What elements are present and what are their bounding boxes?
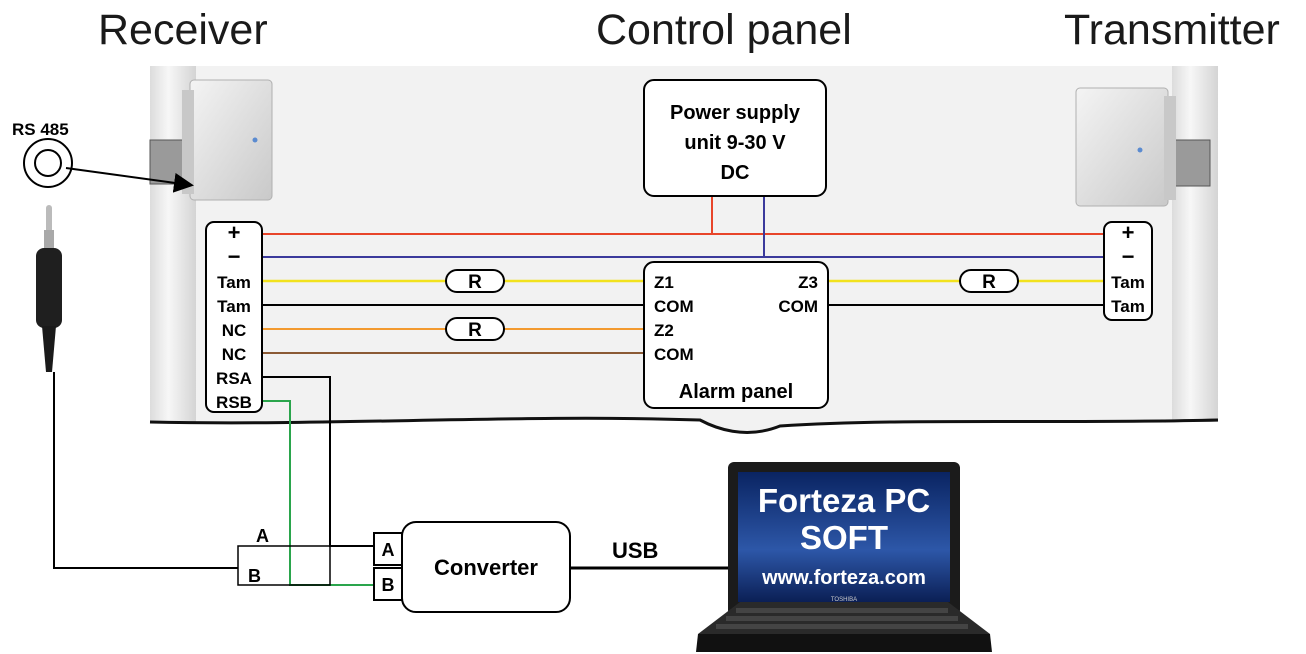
transmitter-terminal: +	[1122, 220, 1135, 245]
alarm-terminal: Z1	[654, 273, 674, 292]
power-supply-line: Power supply	[670, 102, 801, 124]
power-supply-box: Power supply unit 9-30 V DC	[643, 79, 827, 197]
receiver-terminal: NC	[222, 321, 247, 340]
post-background	[149, 66, 1219, 434]
control-panel-header: Control panel	[596, 6, 852, 54]
receiver-terminal: RSB	[216, 393, 252, 412]
power-supply-line: DC	[721, 162, 750, 184]
svg-text:R: R	[468, 320, 482, 341]
resistor: R	[445, 269, 505, 293]
receiver-terminal: RSA	[216, 369, 252, 388]
alarm-terminal: COM	[654, 297, 694, 316]
laptop-brand: TOSHIBA	[831, 597, 857, 603]
svg-text:R: R	[982, 272, 996, 293]
receiver-terminal: NC	[222, 345, 247, 364]
receiver-device	[149, 79, 273, 201]
receiver-terminal: Tam	[217, 273, 251, 292]
rs485-connector: RS 485	[12, 120, 194, 193]
transmitter-device	[1075, 87, 1211, 207]
alarm-terminal: COM	[778, 297, 818, 316]
transmitter-terminal: Tam	[1111, 273, 1145, 292]
alarm-terminal: COM	[654, 345, 694, 364]
power-supply-line: unit 9-30 V	[684, 132, 786, 154]
laptop-icon: Forteza PC SOFT www.forteza.com TOSHIBA	[696, 462, 992, 652]
transmitter-terminal-block: + − Tam Tam	[1103, 220, 1153, 321]
splice-block: A B	[237, 526, 331, 586]
usb-label: USB	[612, 538, 658, 563]
resistor: R	[959, 269, 1019, 293]
converter-terminal-b: B	[382, 575, 395, 595]
receiver-header: Receiver	[98, 6, 268, 54]
converter-box: A B Converter	[373, 521, 571, 613]
alarm-terminal: Z2	[654, 321, 674, 340]
converter-terminal-a: A	[382, 540, 395, 560]
rs485-label: RS 485	[12, 120, 69, 139]
alarm-panel-title: Alarm panel	[679, 381, 793, 403]
receiver-terminal: +	[228, 220, 241, 245]
receiver-terminal-block: + − Tam Tam NC NC RSA RSB	[205, 220, 263, 413]
alarm-panel-box: Z1 COM Z2 COM Z3 COM Alarm panel	[643, 261, 829, 409]
splice-label-a: A	[256, 526, 269, 546]
laptop-screen-url: www.forteza.com	[761, 567, 926, 589]
svg-text:R: R	[468, 272, 482, 293]
splice-label-b: B	[248, 566, 261, 586]
transmitter-header: Transmitter	[1064, 6, 1280, 54]
transmitter-terminal: Tam	[1111, 297, 1145, 316]
alarm-terminal: Z3	[798, 273, 818, 292]
laptop-screen-line: Forteza PC	[758, 482, 930, 519]
converter-title: Converter	[434, 555, 538, 580]
receiver-terminal: −	[228, 244, 241, 269]
receiver-terminal: Tam	[217, 297, 251, 316]
laptop-screen-line: SOFT	[800, 519, 888, 556]
jack-plug-icon	[36, 205, 62, 372]
resistor: R	[445, 317, 505, 341]
transmitter-terminal: −	[1122, 244, 1135, 269]
